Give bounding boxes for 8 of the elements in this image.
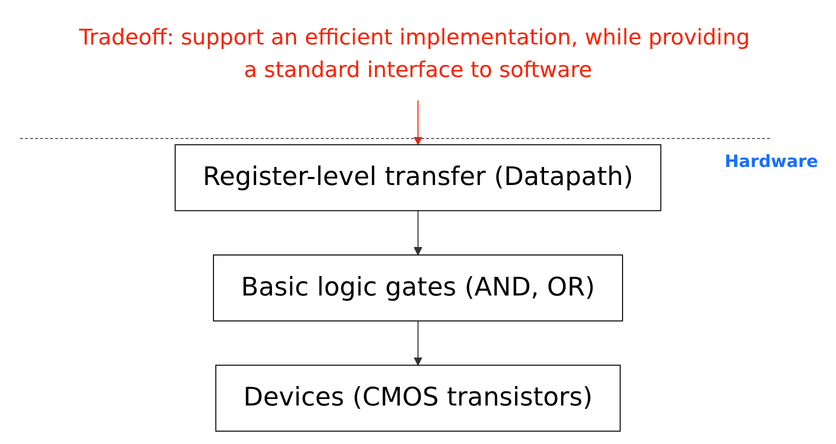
node-box: Register-level transfer (Datapath)	[174, 144, 662, 212]
node-box: Basic logic gates (AND, OR)	[212, 254, 624, 322]
arrow	[414, 100, 422, 146]
node-box: Devices (CMOS transistors)	[215, 364, 621, 432]
arrow	[414, 210, 422, 256]
section-label: Hardware	[724, 152, 818, 172]
node-text: Tradeoff: support an efficient implementation, while providing a standard interface to software	[79, 26, 750, 83]
arrow	[414, 320, 422, 366]
